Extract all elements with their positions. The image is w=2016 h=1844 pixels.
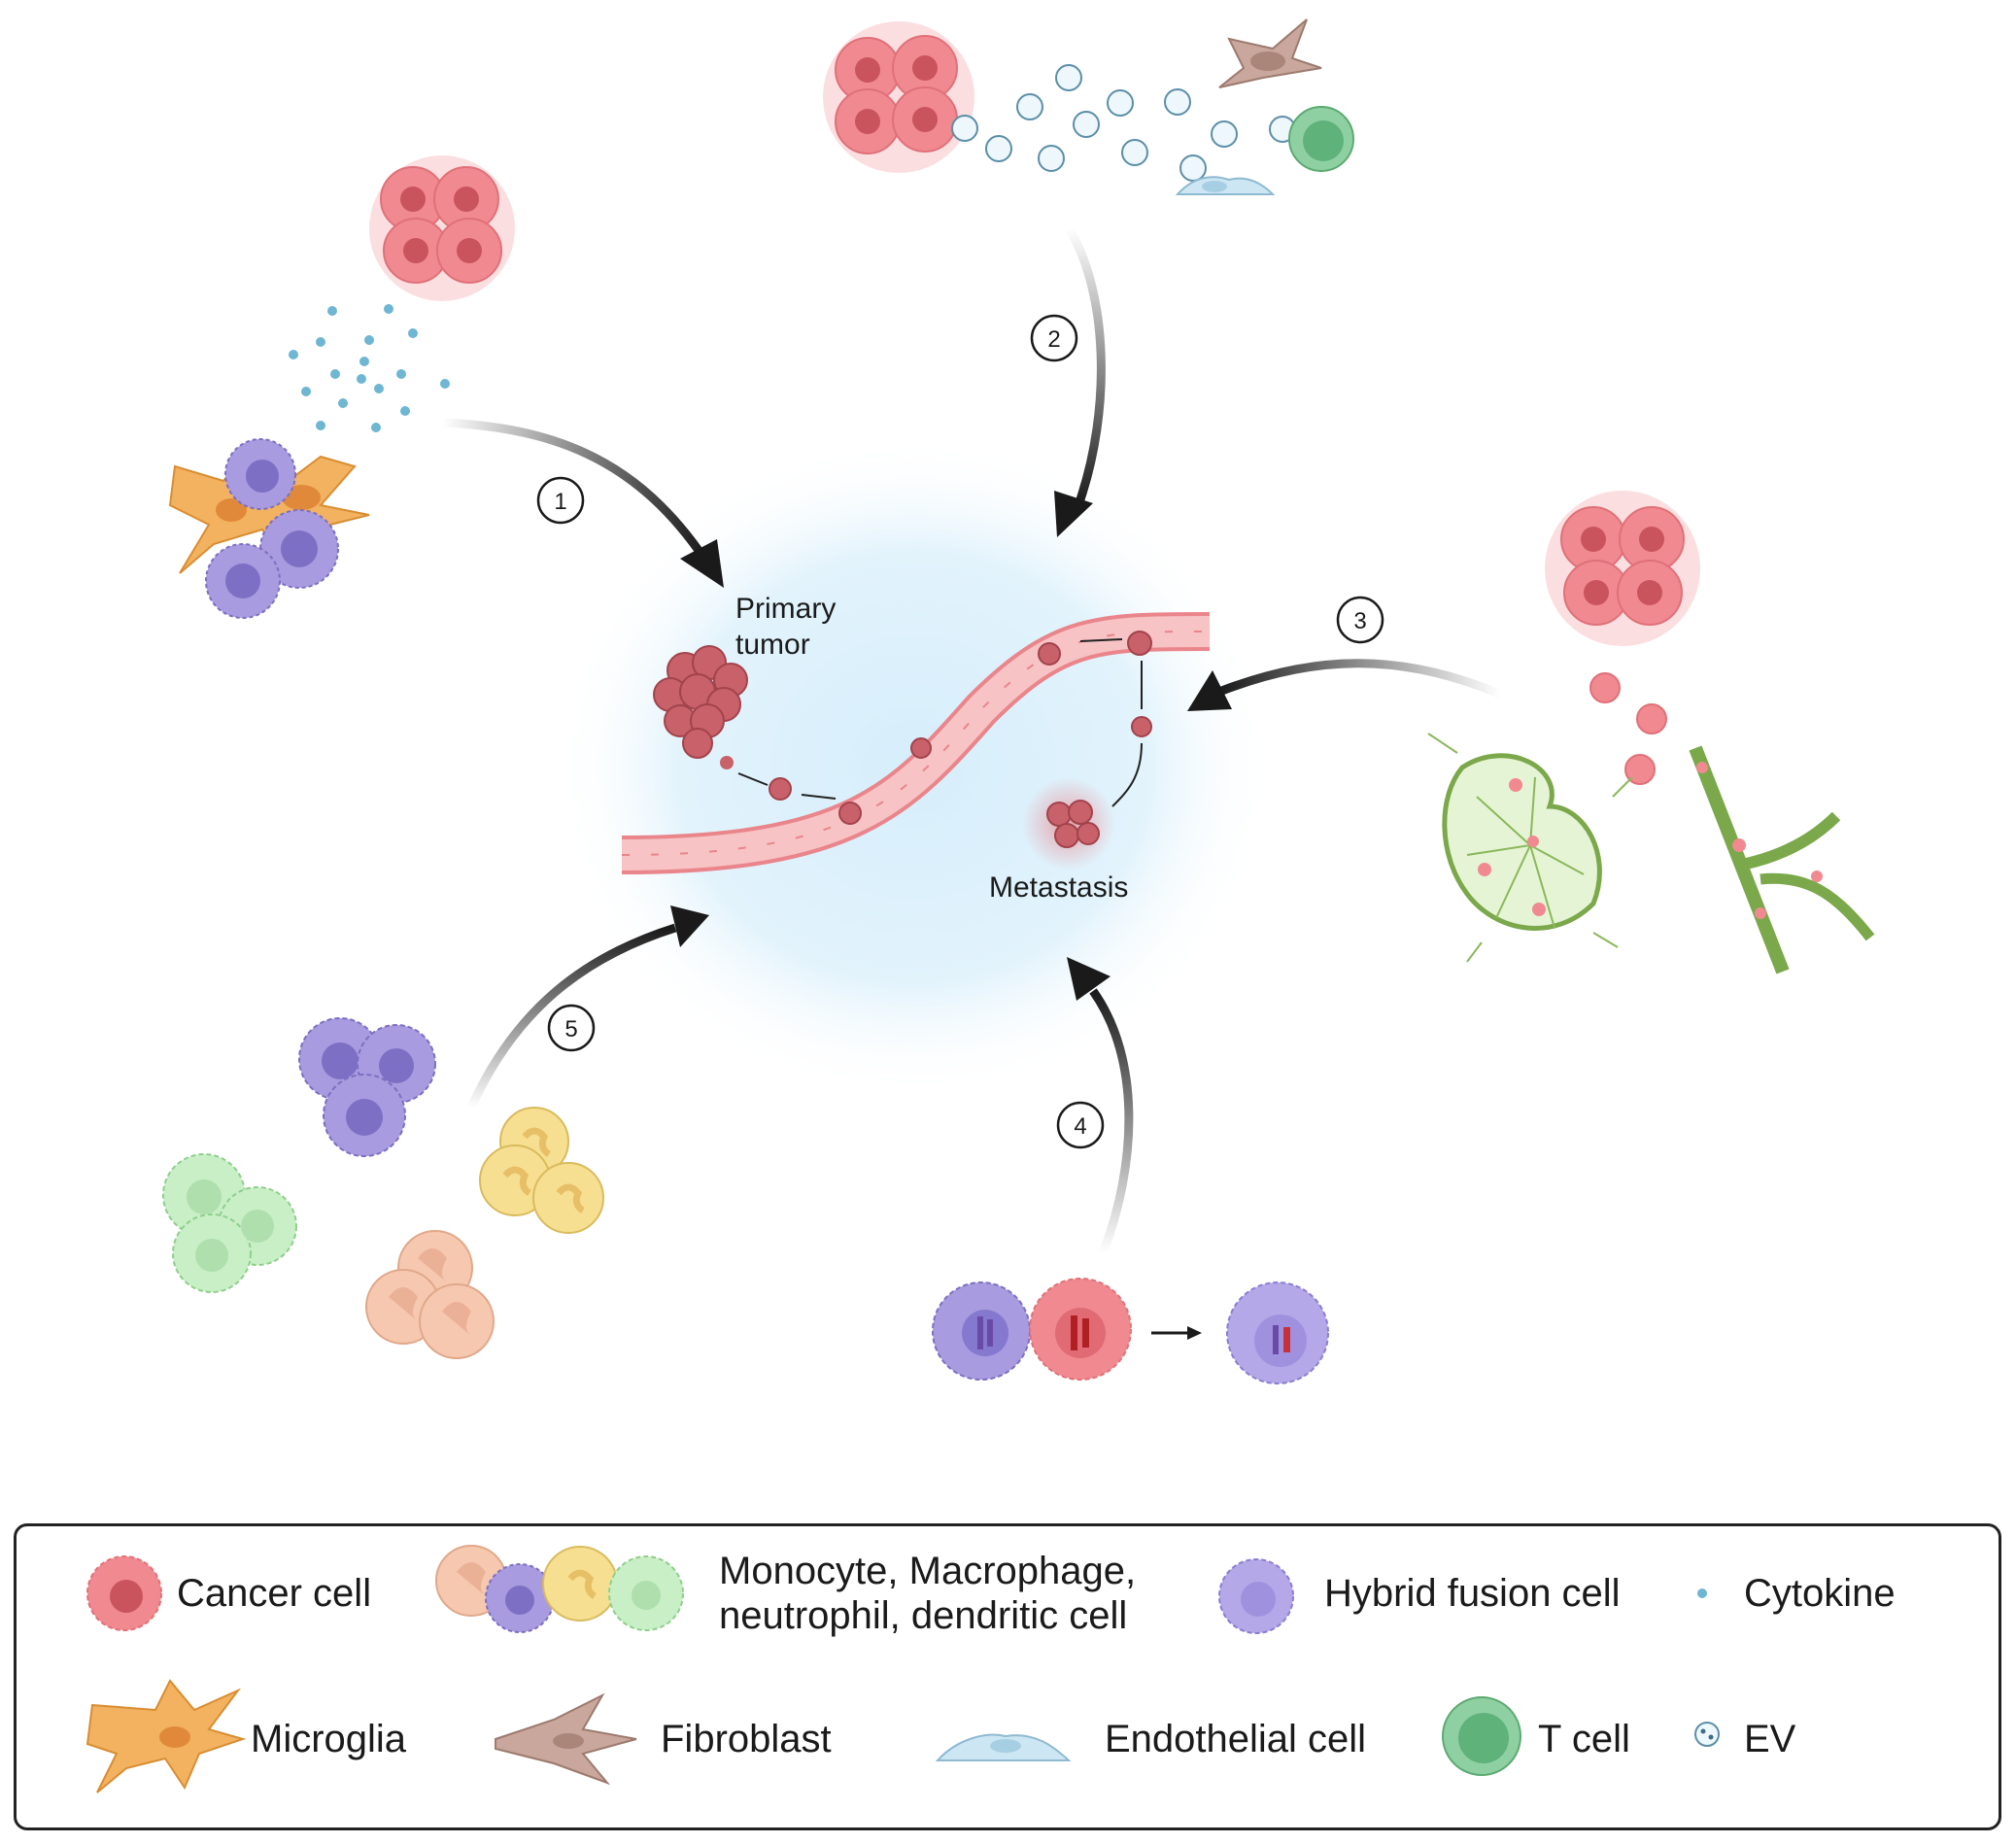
legend-label-cancer: Cancer cell <box>177 1572 372 1615</box>
arrow-step-5 <box>466 905 709 1110</box>
legend-label-microglia: Microglia <box>251 1718 407 1760</box>
legend-icon-tcell <box>1442 1696 1521 1776</box>
svg-text:4: 4 <box>1074 1113 1086 1140</box>
endothelial-group-2 <box>1175 176 1276 195</box>
fusion-group-4 <box>932 1278 1329 1384</box>
macrophages-group-5 <box>298 1017 436 1157</box>
legend-label-immune-2: neutrophil, dendritic cell <box>719 1594 1128 1637</box>
arrow-step-3 <box>1187 659 1503 711</box>
step-badge-2: 2 <box>1030 314 1078 362</box>
legend-label-immune-1: Monocyte, Macrophage, <box>719 1550 1137 1592</box>
legend-icon-cancer <box>86 1555 162 1631</box>
legend-icon-ev <box>1694 1722 1720 1747</box>
lymphatic-vessel <box>1689 745 1875 974</box>
monocytes-group-5 <box>365 1230 495 1359</box>
svg-text:1: 1 <box>554 489 566 515</box>
legend-label-ev: EV <box>1744 1718 1796 1760</box>
neutrophils-group-5 <box>479 1107 604 1234</box>
legend-label-cytokine: Cytokine <box>1744 1572 1896 1615</box>
tcell-group-2 <box>1288 106 1354 172</box>
cytokines-group-1 <box>289 304 450 432</box>
arrow-step-1 <box>441 418 724 588</box>
cancer-cluster-1 <box>369 155 515 301</box>
legend-icon-microglia <box>85 1679 247 1793</box>
macrophages-group-1 <box>205 438 339 619</box>
arrow-step-2 <box>1054 225 1106 537</box>
legend-icon-cytokine <box>1697 1588 1707 1598</box>
legend-label-endothelial: Endothelial cell <box>1105 1718 1367 1760</box>
svg-text:5: 5 <box>564 1016 577 1042</box>
blood-vessel <box>621 612 1211 874</box>
legend-icon-endothelial <box>935 1733 1072 1761</box>
small-flow-arrows <box>737 638 1143 807</box>
step-badge-3: 3 <box>1336 596 1384 644</box>
cancer-cluster-3 <box>1545 491 1700 646</box>
metastasis-cluster <box>1046 800 1100 848</box>
metastasis-label: Metastasis <box>989 871 1128 904</box>
legend-label-hybrid: Hybrid fusion cell <box>1324 1572 1621 1615</box>
step-badge-1: 1 <box>536 476 585 525</box>
circulating-tumor-cells <box>769 631 1152 825</box>
step-badge-5: 5 <box>547 1004 596 1052</box>
step-badge-4: 4 <box>1056 1101 1105 1149</box>
legend <box>14 1523 2001 1830</box>
legend-label-tcell: T cell <box>1538 1718 1630 1760</box>
lymph-node <box>1427 733 1633 963</box>
primary-tumor <box>653 645 748 769</box>
arrow-step-4 <box>1067 957 1134 1255</box>
disseminating-cells-3 <box>1589 672 1667 785</box>
cancer-cluster-2 <box>823 21 974 173</box>
svg-text:2: 2 <box>1047 326 1060 353</box>
legend-icon-hybrid <box>1218 1558 1294 1634</box>
legend-icon-fibroblast <box>495 1692 637 1786</box>
fibroblast-group-2 <box>1218 18 1322 88</box>
primary-tumor-label: Primary <box>735 593 836 625</box>
dendritic-cells-group-5 <box>162 1153 297 1293</box>
legend-label-fibroblast: Fibroblast <box>661 1718 832 1760</box>
primary-tumor-label-2: tumor <box>735 629 810 661</box>
legend-icon-immune <box>435 1545 684 1633</box>
svg-text:3: 3 <box>1353 608 1366 634</box>
